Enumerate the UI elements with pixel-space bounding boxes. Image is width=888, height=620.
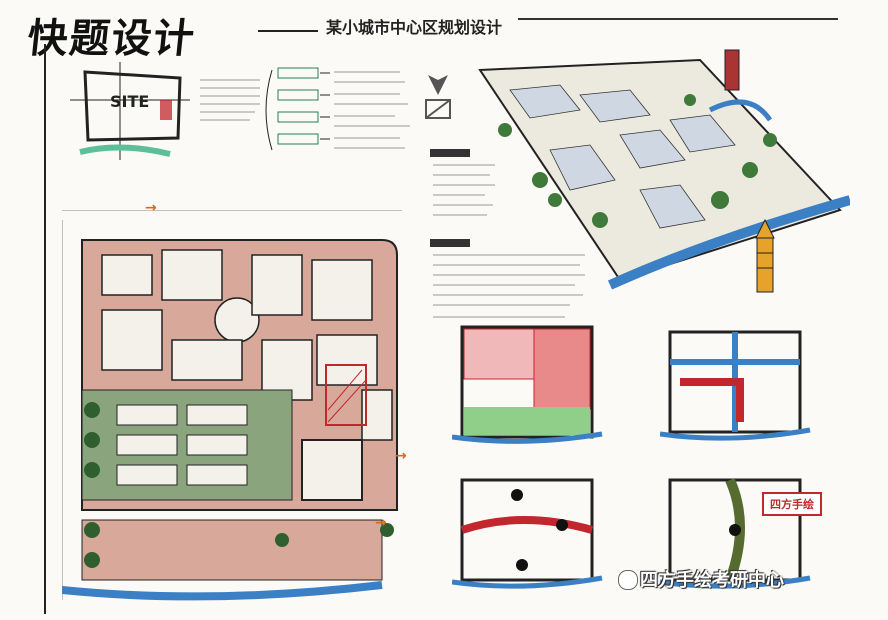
analysis-diagram-land-use — [452, 325, 603, 444]
analysis-diagram-space — [452, 478, 603, 589]
site-analysis-diagram — [70, 62, 190, 160]
site-label: SITE — [110, 92, 150, 111]
watermark-text: 四方手绘考研中心 — [640, 570, 784, 591]
watermark-logo-icon — [618, 570, 638, 590]
plan-annotation-3: → — [375, 515, 387, 531]
plan-annotation-2: → — [395, 448, 407, 464]
master-plan — [62, 210, 402, 601]
sheet-frame — [44, 44, 882, 614]
aerial-perspective — [478, 49, 850, 290]
analysis-diagram-landscape — [660, 477, 811, 589]
design-notes — [430, 149, 585, 318]
brand-stamp: 四方手绘 — [762, 492, 822, 516]
analysis-diagram-traffic — [660, 330, 811, 441]
tower-sketch — [755, 218, 775, 293]
page-subtitle: 某小城市中心区规划设计 — [326, 18, 503, 37]
plan-annotation-1: → — [145, 200, 157, 216]
title-rule — [518, 18, 838, 20]
north-arrow-icon — [425, 75, 451, 119]
title-divider — [258, 30, 318, 32]
analysis-flowchart — [200, 67, 410, 151]
